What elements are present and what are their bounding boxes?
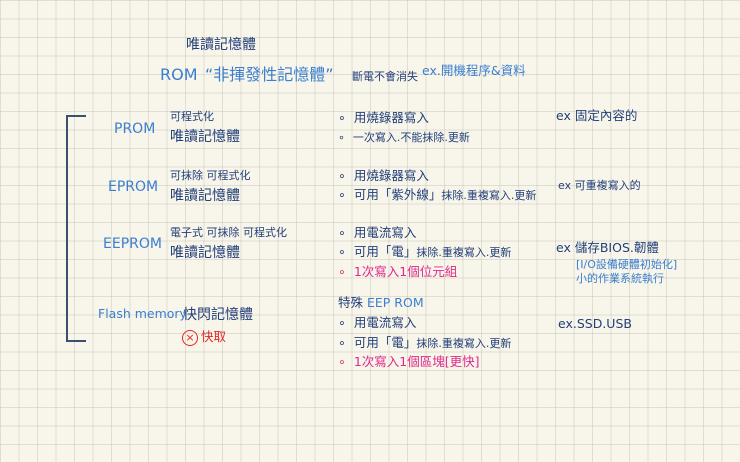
- eeprom-example: ex 儲存BIOS.韌體: [556, 240, 659, 255]
- flash-desc-1: 快閃記憶體: [183, 307, 253, 323]
- bullet-text-pre: 可用: [353, 187, 379, 202]
- rom-label: ROM: [160, 65, 198, 84]
- eprom-bullet-2: 可用「紫外線」抹除.重複寫入.更新: [338, 187, 537, 202]
- eeprom-bullet-3: 1次寫入1個位元組: [338, 265, 457, 279]
- prom-bullet-2: 一次寫入.不能抹除.更新: [338, 132, 470, 143]
- flash-example: ex.SSD.USB: [558, 316, 632, 331]
- eprom-desc-2: 唯讀記憶體: [170, 188, 240, 204]
- bullet-text-post: 抹除.重複寫入.更新: [416, 246, 512, 259]
- flash-label: Flash memory: [98, 306, 187, 321]
- flash-bullet-2: 可用「電」抹除.重複寫入.更新: [338, 335, 512, 350]
- flash-bullet-1: 用電流寫入: [338, 316, 417, 330]
- group-bracket: [66, 115, 86, 342]
- prom-example: ex 固定內容的: [556, 108, 638, 123]
- flash-heading-text: 特殊: [338, 295, 364, 310]
- eeprom-bullet-1: 用電流寫入: [338, 226, 417, 240]
- rom-example: ex.開機程序&資料: [422, 63, 526, 78]
- eeprom-desc-1: 電子式 可抹除 可程式化: [170, 226, 287, 239]
- eprom-desc-1: 可抹除 可程式化: [170, 169, 251, 182]
- bullet-text-post: 抹除.重複寫入.更新: [441, 189, 537, 202]
- circle-x-icon: ×: [182, 330, 198, 346]
- rom-desc: “非揮發性記憶體”: [205, 65, 334, 84]
- bullet-text-post: 抹除.重複寫入.更新: [416, 337, 512, 350]
- bullet-text-quote: 「電」: [378, 335, 417, 350]
- flash-bullet-3: 1次寫入1個區塊[更快]: [338, 355, 480, 369]
- flash-note: ×快取: [182, 330, 226, 346]
- bullet-text-pre: 可用: [353, 244, 379, 259]
- subtitle: 唯讀記憶體: [186, 37, 256, 53]
- eeprom-example-sub1: [I/O設備硬體初始化]: [576, 258, 678, 271]
- eprom-bullet-1: 用燒錄器寫入: [338, 169, 429, 183]
- eeprom-label: EEPROM: [103, 236, 162, 252]
- prom-label: PROM: [114, 121, 156, 137]
- eeprom-desc-2: 唯讀記憶體: [170, 245, 240, 261]
- bullet-text-quote: 「電」: [378, 244, 417, 259]
- eprom-label: EPROM: [108, 179, 159, 195]
- flash-heading: 特殊 EEP ROM: [338, 295, 424, 310]
- rom-note: 斷電不會消失: [352, 70, 418, 83]
- eprom-example: ex 可重複寫入的: [558, 179, 641, 192]
- bullet-text-pre: 可用: [353, 335, 379, 350]
- prom-desc-1: 可程式化: [170, 110, 214, 123]
- prom-bullet-1: 用燒錄器寫入: [338, 111, 429, 125]
- prom-desc-2: 唯讀記憶體: [170, 129, 240, 145]
- bullet-text-quote: 「紫外線」: [378, 187, 442, 202]
- eeprom-bullet-2: 可用「電」抹除.重複寫入.更新: [338, 244, 512, 259]
- flash-note-text: 快取: [201, 329, 227, 344]
- eeprom-example-sub2: 小的作業系統執行: [576, 272, 664, 285]
- flash-heading-accent: EEP ROM: [367, 295, 424, 310]
